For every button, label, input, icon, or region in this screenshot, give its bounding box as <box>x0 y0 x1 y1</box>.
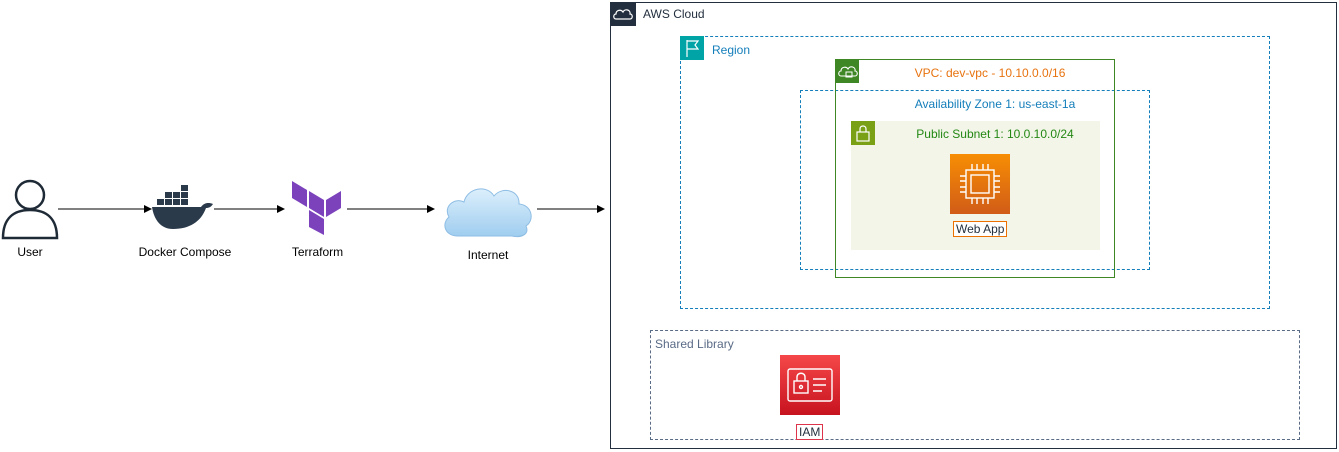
terraform-label: Terraform <box>291 245 344 259</box>
terraform-icon[interactable] <box>292 181 344 235</box>
availability-zone-group <box>800 90 1150 270</box>
vpc-label: VPC: dev-vpc - 10.10.0.0/16 <box>914 66 1066 80</box>
vpc-cloud-lock-icon <box>835 59 859 83</box>
shared-library-group <box>650 330 1300 440</box>
region-group <box>680 36 1270 309</box>
aws-cloud-group <box>610 2 1337 449</box>
user-icon[interactable] <box>0 178 60 240</box>
subnet-lock-icon <box>851 121 875 145</box>
aws-cloud-icon <box>610 2 636 26</box>
region-flag-icon <box>680 36 704 60</box>
public-subnet-label: Public Subnet 1: 10.0.10.0/24 <box>916 127 1074 141</box>
iam-label: IAM <box>796 424 824 440</box>
aws-cloud-label: AWS Cloud <box>643 7 705 21</box>
cloud-icon[interactable] <box>440 180 536 240</box>
region-label: Region <box>712 43 751 57</box>
internet-label: Internet <box>467 248 509 262</box>
docker-label: Docker Compose <box>138 245 232 259</box>
user-label: User <box>17 245 43 259</box>
ec2-chip-icon[interactable] <box>950 154 1010 214</box>
web-app-label: Web App <box>953 221 1008 237</box>
availability-zone-label: Availability Zone 1: us-east-1a <box>914 97 1076 111</box>
shared-library-label: Shared Library <box>655 337 734 351</box>
docker-icon[interactable] <box>151 184 215 230</box>
vpc-group <box>835 59 1115 278</box>
iam-id-icon[interactable] <box>780 355 840 415</box>
